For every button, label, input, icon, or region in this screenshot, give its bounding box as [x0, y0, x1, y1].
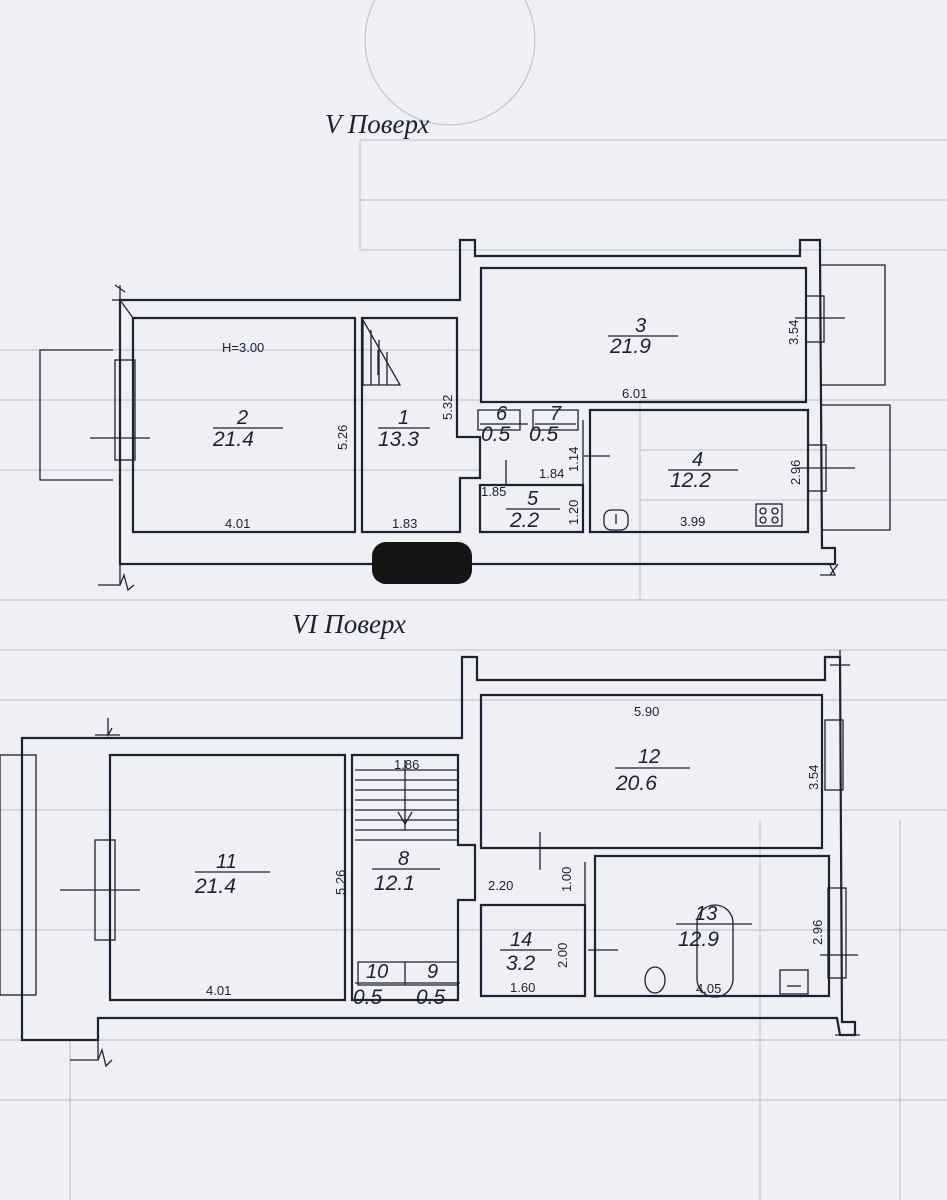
dim-r12-depth: 3.54 — [806, 765, 821, 790]
dim-r14-width: 1.60 — [510, 980, 535, 995]
room-7-area: 0.5 — [529, 423, 559, 446]
room-10-area: 0.5 — [353, 986, 383, 1009]
room-2-number: 2 — [236, 407, 248, 429]
ceiling-height-label: H=3.00 — [222, 340, 264, 355]
dim-r5-depth: 1.20 — [566, 500, 581, 525]
room-8-area: 12.1 — [374, 872, 415, 895]
room-2-area: 21.4 — [212, 428, 254, 451]
dim-r1-width: 1.83 — [392, 516, 417, 531]
dim-r13-depth: 2.96 — [810, 920, 825, 945]
dim-r13-width: 4.05 — [696, 981, 721, 996]
floor-6-labels: 11 21.4 8 12.1 12 20.6 13 12.9 14 3.2 10… — [194, 704, 825, 1009]
room-3-area: 21.9 — [609, 335, 651, 358]
room-4-area: 12.2 — [670, 469, 711, 492]
dim-r5-width: 1.85 — [481, 484, 506, 499]
redaction-mark — [372, 542, 472, 584]
floor-6-title: VI Поверх — [292, 609, 406, 639]
floor-5-plan — [39, 238, 891, 592]
dim-corridor-depth: 1.00 — [559, 867, 574, 892]
dim-r3-width: 6.01 — [622, 386, 647, 401]
dim-r14-depth: 2.00 — [555, 943, 570, 968]
room-10-number: 10 — [366, 961, 388, 983]
room-13-number: 13 — [695, 903, 717, 925]
dim-r1-depth: 5.32 — [440, 395, 455, 420]
dim-r8-depth: 5.26 — [333, 870, 348, 895]
dim-r11-width: 4.01 — [206, 983, 231, 998]
room-9-number: 9 — [427, 961, 438, 983]
room-13-area: 12.9 — [678, 928, 719, 951]
room-9-area: 0.5 — [416, 986, 446, 1009]
floor-5-labels: H=3.00 2 21.4 1 13.3 3 21.9 4 12.2 5 2.2… — [212, 315, 803, 532]
dim-r12-width: 5.90 — [634, 704, 659, 719]
floor-5-title: V Поверх — [325, 109, 429, 139]
room-6-area: 0.5 — [481, 423, 511, 446]
dim-r2-width: 4.01 — [225, 516, 250, 531]
room-11-number: 11 — [216, 851, 237, 873]
dim-corridor-width: 2.20 — [488, 878, 513, 893]
floor-6-plan — [0, 650, 860, 1068]
room-7-number: 7 — [550, 403, 562, 425]
dim-r4-depth: 2.96 — [788, 460, 803, 485]
room-6-number: 6 — [496, 403, 508, 425]
room-1-number: 1 — [398, 407, 409, 429]
dim-wc-depth: 1.14 — [566, 447, 581, 472]
dim-r4-width: 3.99 — [680, 514, 705, 529]
room-14-number: 14 — [510, 929, 532, 951]
stair-steps — [355, 760, 458, 841]
room-4-number: 4 — [692, 449, 703, 471]
room-5-area: 2.2 — [509, 509, 540, 532]
dim-r2-depth: 5.26 — [335, 425, 350, 450]
dim-r3-depth: 3.54 — [786, 320, 801, 345]
dim-stair-width: 1.86 — [394, 757, 419, 772]
room-12-number: 12 — [638, 746, 660, 768]
room-14-area: 3.2 — [506, 952, 536, 975]
room-1-area: 13.3 — [378, 428, 419, 451]
room-8-number: 8 — [398, 848, 409, 870]
room-12-area: 20.6 — [615, 772, 657, 795]
room-3-number: 3 — [635, 315, 646, 337]
dim-corridor: 1.84 — [539, 466, 564, 481]
room-5-number: 5 — [527, 488, 539, 510]
room-11-area: 21.4 — [194, 875, 236, 898]
